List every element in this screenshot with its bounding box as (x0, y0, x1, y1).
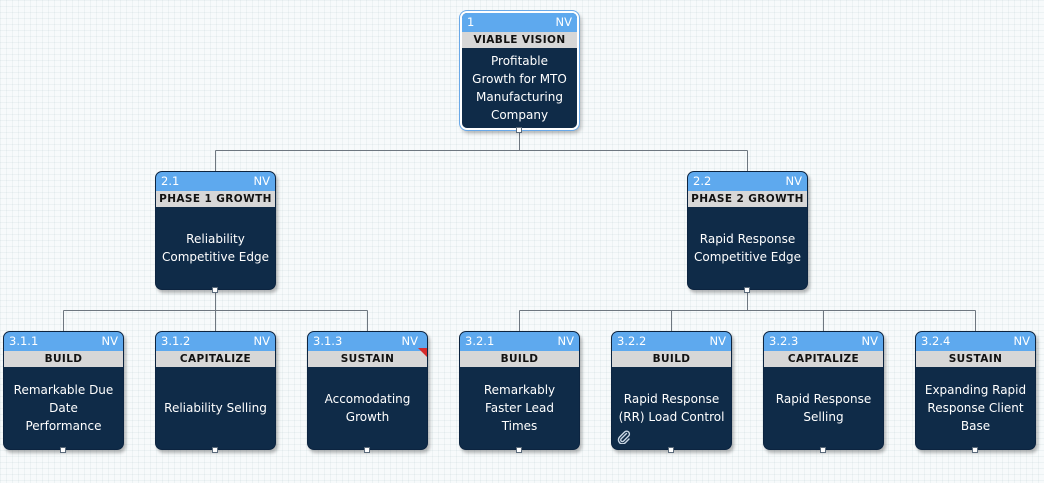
collapse-handle-icon[interactable] (364, 447, 370, 453)
collapse-handle-icon[interactable] (60, 447, 66, 453)
node-3-2-2-build[interactable]: 3.2.2 NV BUILD Rapid Response (RR) Load … (611, 331, 732, 450)
node-tag: NV (861, 334, 878, 348)
node-tag: NV (101, 334, 118, 348)
node-2-2-phase-2-growth[interactable]: 2.2 NV PHASE 2 GROWTH Rapid Response Com… (687, 171, 808, 290)
node-id: 3.1.1 (9, 334, 39, 348)
collapse-handle-icon[interactable] (820, 447, 826, 453)
node-id: 3.2.2 (617, 334, 647, 348)
node-text: Remarkably Faster Lead Times (483, 383, 556, 433)
node-id: 3.2.3 (769, 334, 799, 348)
node-text: Reliability Selling (164, 401, 267, 415)
node-tag: NV (557, 334, 574, 348)
node-tag: NV (401, 334, 418, 348)
node-id: 3.2.1 (465, 334, 495, 348)
node-1-viable-vision[interactable]: 1 NV VIABLE VISION Profitable Growth for… (460, 11, 579, 130)
node-category: CAPITALIZE (156, 351, 275, 367)
node-category: BUILD (612, 351, 731, 367)
node-header: 3.2.1 NV (460, 332, 579, 351)
collapse-handle-icon[interactable] (212, 287, 218, 293)
node-header: 2.2 NV (688, 172, 807, 191)
node-header: 1 NV (462, 13, 577, 32)
node-id: 3.1.3 (313, 334, 343, 348)
node-header: 3.2.4 NV (916, 332, 1035, 351)
paperclip-icon[interactable] (617, 430, 631, 444)
node-3-2-1-build[interactable]: 3.2.1 NV BUILD Remarkably Faster Lead Ti… (459, 331, 580, 450)
node-text: Profitable Growth for MTO Manufacturing … (472, 54, 567, 122)
node-3-2-3-capitalize[interactable]: 3.2.3 NV CAPITALIZE Rapid Response Selli… (763, 331, 884, 450)
node-category: BUILD (460, 351, 579, 367)
node-id: 1 (467, 15, 475, 29)
node-tag: NV (253, 334, 270, 348)
node-3-1-1-build[interactable]: 3.1.1 NV BUILD Remarkable Due Date Perfo… (3, 331, 124, 450)
node-header: 3.2.3 NV (764, 332, 883, 351)
node-category: CAPITALIZE (764, 351, 883, 367)
node-category: PHASE 1 GROWTH (156, 191, 275, 207)
node-tag: NV (1013, 334, 1030, 348)
node-text: Expanding Rapid Response Client Base (924, 383, 1027, 433)
node-text: Remarkable Due Date Performance (13, 383, 114, 433)
node-header: 3.2.2 NV (612, 332, 731, 351)
collapse-handle-icon[interactable] (668, 447, 674, 453)
node-category: SUSTAIN (916, 351, 1035, 367)
node-tag: NV (253, 174, 270, 188)
node-header: 2.1 NV (156, 172, 275, 191)
node-3-2-4-sustain[interactable]: 3.2.4 NV SUSTAIN Expanding Rapid Respons… (915, 331, 1036, 450)
node-id: 2.2 (693, 174, 712, 188)
node-tag: NV (555, 15, 572, 29)
node-id: 2.1 (161, 174, 180, 188)
node-3-1-2-capitalize[interactable]: 3.1.2 NV CAPITALIZE Reliability Selling (155, 331, 276, 450)
node-category: PHASE 2 GROWTH (688, 191, 807, 207)
node-category: SUSTAIN (308, 351, 427, 367)
node-3-1-3-sustain[interactable]: 3.1.3 NV SUSTAIN Accomodating Growth (307, 331, 428, 450)
red-corner-flag-icon (418, 348, 427, 357)
node-text: Rapid Response Competitive Edge (694, 232, 801, 264)
node-text: Reliability Competitive Edge (162, 232, 269, 264)
node-id: 3.1.2 (161, 334, 191, 348)
collapse-handle-icon[interactable] (516, 447, 522, 453)
node-text: Rapid Response Selling (775, 392, 872, 424)
collapse-handle-icon[interactable] (972, 447, 978, 453)
node-header: 3.1.2 NV (156, 332, 275, 351)
collapse-handle-icon[interactable] (212, 447, 218, 453)
node-tag: NV (709, 334, 726, 348)
node-text: Rapid Response (RR) Load Control (618, 392, 725, 424)
node-header: 3.1.1 NV (4, 332, 123, 351)
node-id: 3.2.4 (921, 334, 951, 348)
node-2-1-phase-1-growth[interactable]: 2.1 NV PHASE 1 GROWTH Reliability Compet… (155, 171, 276, 290)
node-header: 3.1.3 NV (308, 332, 427, 351)
node-category: VIABLE VISION (462, 32, 577, 48)
collapse-handle-icon[interactable] (516, 127, 522, 133)
node-tag: NV (785, 174, 802, 188)
collapse-handle-icon[interactable] (744, 287, 750, 293)
node-category: BUILD (4, 351, 123, 367)
node-text: Accomodating Growth (324, 392, 411, 424)
